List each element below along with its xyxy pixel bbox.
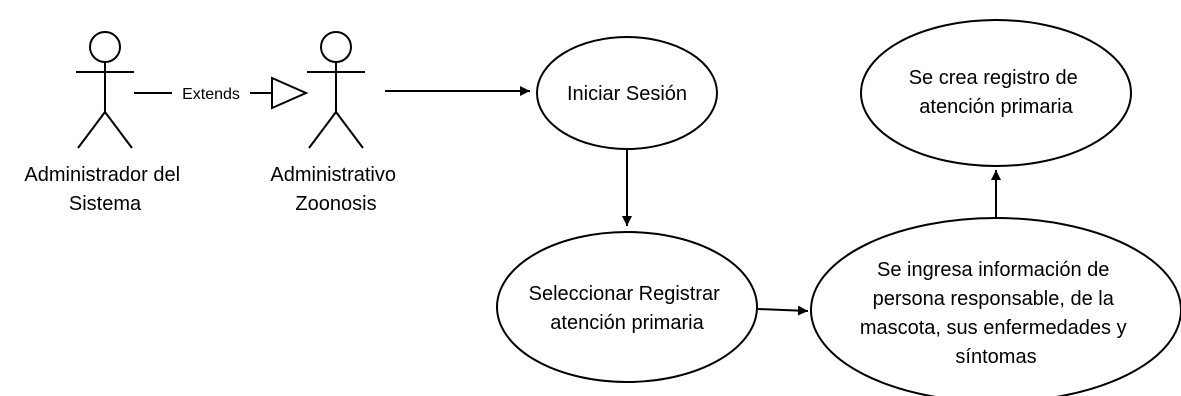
usecase-label-line: mascota, sus enfermedades y [860, 317, 1127, 339]
actor-right-leg [104, 111, 133, 149]
actor-label-line: Administrativo [270, 164, 396, 186]
usecase-label: Se crea registro de atención primaria [909, 67, 1084, 118]
extends-relation[interactable]: Extends [134, 76, 309, 110]
generalization-triangle-icon [271, 76, 309, 110]
arrow-seleccionar-to-ingresa[interactable] [757, 305, 809, 316]
actor-label-line: Sistema [69, 193, 142, 215]
actor-head [89, 31, 121, 63]
usecase-label: Se ingresa información de persona respon… [860, 259, 1132, 368]
usecase-ellipse [536, 36, 718, 150]
actor-left-leg [77, 111, 106, 149]
actor-left-leg [308, 111, 337, 149]
usecase-label-line: atención primaria [550, 312, 704, 334]
usecase-label-line: Se ingresa información de [877, 259, 1109, 281]
actor-label: Administrador del Sistema [24, 164, 185, 215]
extends-label-bg [172, 81, 250, 105]
usecase-label-line: persona responsable, de la [873, 288, 1115, 310]
usecase-label: Seleccionar Registrar atención primaria [529, 283, 726, 334]
usecase-label-line: síntomas [955, 346, 1036, 368]
usecase-label-line: atención primaria [919, 96, 1073, 118]
actor-right-leg [335, 111, 364, 149]
usecase-label: Iniciar Sesión [567, 83, 687, 105]
usecase-label-line: Seleccionar Registrar [529, 283, 721, 305]
usecase-ellipse [860, 19, 1132, 167]
actor-administrador-sistema[interactable]: Administrador del Sistema [24, 31, 185, 215]
actor-administrativo-zoonosis[interactable]: Administrativo Zoonosis [270, 31, 401, 215]
actor-label-line: Administrador del [24, 164, 180, 186]
actor-head [320, 31, 352, 63]
extends-label: Extends [182, 86, 240, 103]
usecase-label-line: Se crea registro de [909, 67, 1078, 89]
usecase-iniciar-sesion[interactable]: Iniciar Sesión [536, 36, 718, 150]
usecase-ingresa-informacion[interactable]: Se ingresa información de persona respon… [810, 217, 1181, 396]
usecase-ellipse [496, 231, 758, 383]
actor-label-line: Zoonosis [295, 193, 376, 215]
usecase-crea-registro[interactable]: Se crea registro de atención primaria [860, 19, 1132, 167]
usecase-label-line: Iniciar Sesión [567, 83, 687, 105]
usecase-seleccionar-registrar[interactable]: Seleccionar Registrar atención primaria [496, 231, 758, 383]
actor-label: Administrativo Zoonosis [270, 164, 401, 215]
